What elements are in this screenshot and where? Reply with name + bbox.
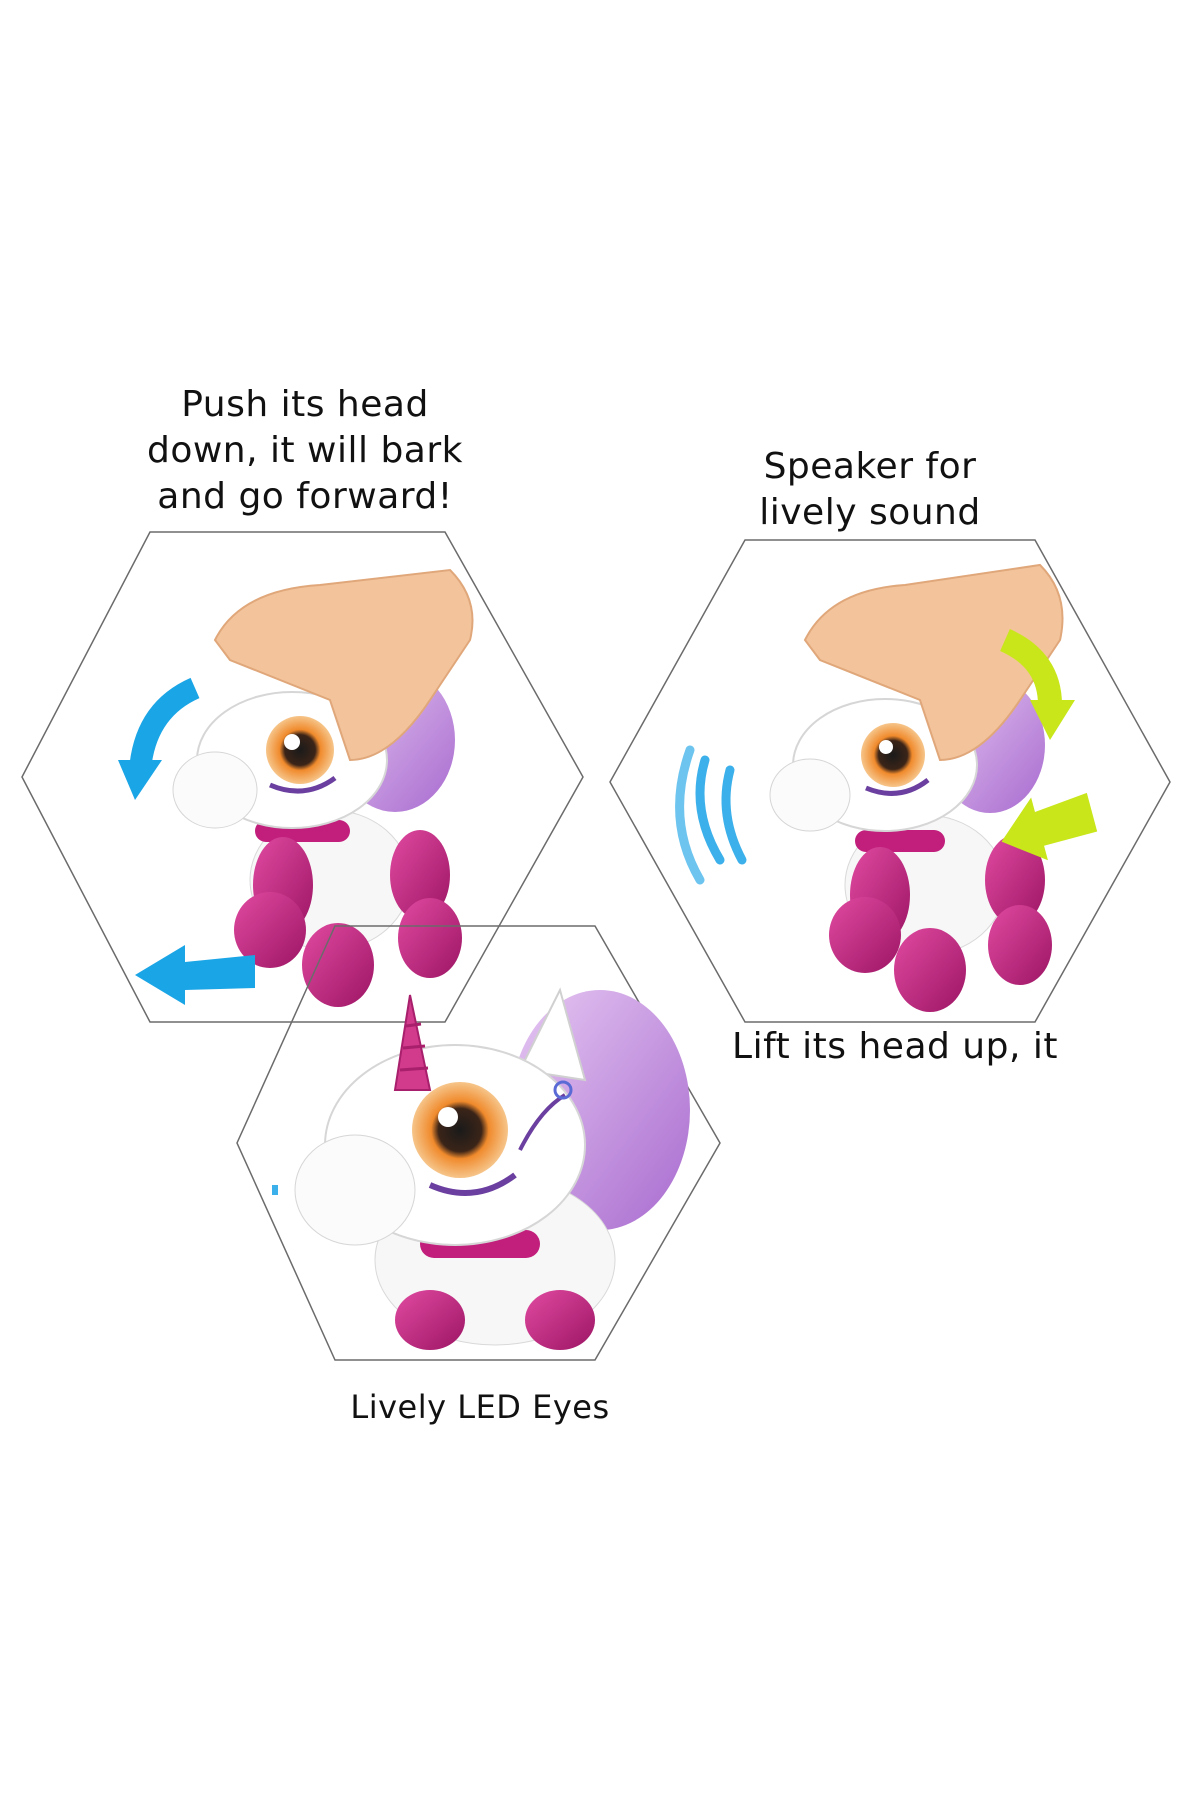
hand bbox=[803, 563, 1064, 762]
caption-speaker: Speaker for lively sound bbox=[759, 446, 981, 533]
led-eye bbox=[266, 716, 334, 784]
eye-glint bbox=[438, 1107, 458, 1127]
hexagon-outline bbox=[21, 531, 584, 1023]
front-leg-right bbox=[525, 1290, 595, 1350]
hexagon-outline bbox=[236, 925, 721, 1361]
unicorn-toy bbox=[172, 668, 462, 1007]
collar bbox=[855, 830, 945, 852]
arrow-left-icon bbox=[135, 945, 255, 1005]
curved-arrow-lime-head bbox=[1030, 700, 1075, 740]
caption-push-head: Push its head down, it will bark and go … bbox=[146, 384, 464, 517]
snout bbox=[294, 1134, 416, 1246]
arrow-lime-icon bbox=[1001, 792, 1098, 861]
hexagon-push-head bbox=[21, 531, 584, 1023]
hexagon-outline bbox=[609, 539, 1171, 1023]
curved-arrow-down-head bbox=[118, 760, 162, 800]
front-leg-left bbox=[395, 1290, 465, 1350]
eye-swirl bbox=[865, 778, 930, 796]
horn-ridges bbox=[399, 1022, 429, 1072]
flower-decal bbox=[553, 1080, 573, 1100]
caption-lift-head: Lift its head up, it bbox=[732, 1026, 1058, 1067]
snout bbox=[172, 751, 258, 829]
hand bbox=[213, 568, 474, 762]
hexagon-speaker bbox=[609, 539, 1171, 1023]
hoof-center bbox=[302, 923, 374, 1007]
hoof-right bbox=[398, 898, 462, 978]
sound-wave-fragment bbox=[272, 1185, 278, 1195]
sound-waves-icon bbox=[675, 745, 747, 885]
snout bbox=[769, 758, 851, 832]
eye-swirl bbox=[428, 1172, 517, 1196]
hoof-left bbox=[829, 897, 901, 973]
curved-arrow-down-icon bbox=[129, 677, 200, 772]
eye-glint bbox=[879, 740, 893, 754]
eye-glint bbox=[284, 734, 300, 750]
curved-arrow-lime-icon bbox=[999, 629, 1062, 706]
front-leg-right bbox=[985, 835, 1045, 925]
hoof-center bbox=[894, 928, 966, 1012]
ear bbox=[518, 987, 587, 1082]
hoof-left bbox=[234, 892, 306, 968]
hoof-right bbox=[988, 905, 1052, 985]
unicorn-toy bbox=[294, 987, 690, 1350]
horn bbox=[393, 994, 432, 1091]
hexagon-led-eyes bbox=[236, 925, 721, 1361]
led-eye bbox=[861, 723, 925, 787]
led-eye bbox=[412, 1082, 508, 1178]
caption-led-eyes: Lively LED Eyes bbox=[350, 1388, 610, 1426]
eye-swirl bbox=[269, 775, 337, 794]
front-leg-right bbox=[390, 830, 450, 920]
